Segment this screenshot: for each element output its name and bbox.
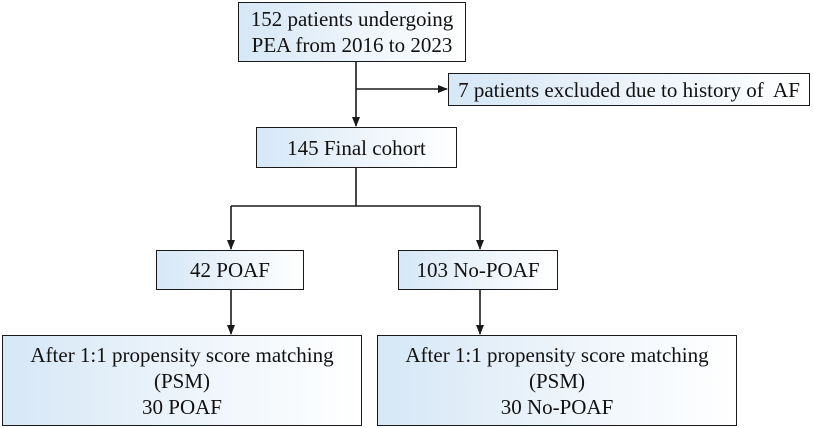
start-box: 152 patients undergoing PEA from 2016 to…: [238, 2, 466, 62]
psm-poaf-box: After 1:1 propensity score matching (PSM…: [2, 335, 362, 426]
psm-no-poaf-line-1: After 1:1 propensity score matching: [405, 342, 709, 367]
start-line-1: 152 patients undergoing: [250, 7, 454, 31]
excluded-box: 7 patients excluded due to history of AF: [448, 73, 810, 106]
final-cohort-line-1: 145 Final cohort: [287, 135, 426, 160]
final-cohort-box: 145 Final cohort: [256, 127, 457, 168]
psm-poaf-line-2: (PSM): [153, 368, 211, 393]
psm-poaf-line-3: 30 POAF: [142, 394, 222, 419]
psm-no-poaf-box: After 1:1 propensity score matching (PSM…: [377, 335, 737, 426]
excluded-line-1: 7 patients excluded due to history of AF: [458, 77, 800, 102]
no-poaf-box: 103 No-POAF: [398, 250, 558, 290]
start-line-2: PEA from 2016 to 2023: [251, 33, 453, 57]
psm-poaf-line-1: After 1:1 propensity score matching: [30, 342, 334, 367]
psm-no-poaf-line-3: 30 No-POAF: [500, 394, 614, 419]
poaf-box: 42 POAF: [156, 250, 304, 290]
poaf-line-1: 42 POAF: [190, 258, 270, 282]
psm-no-poaf-line-2: (PSM): [528, 368, 586, 393]
no-poaf-line-1: 103 No-POAF: [416, 258, 540, 282]
